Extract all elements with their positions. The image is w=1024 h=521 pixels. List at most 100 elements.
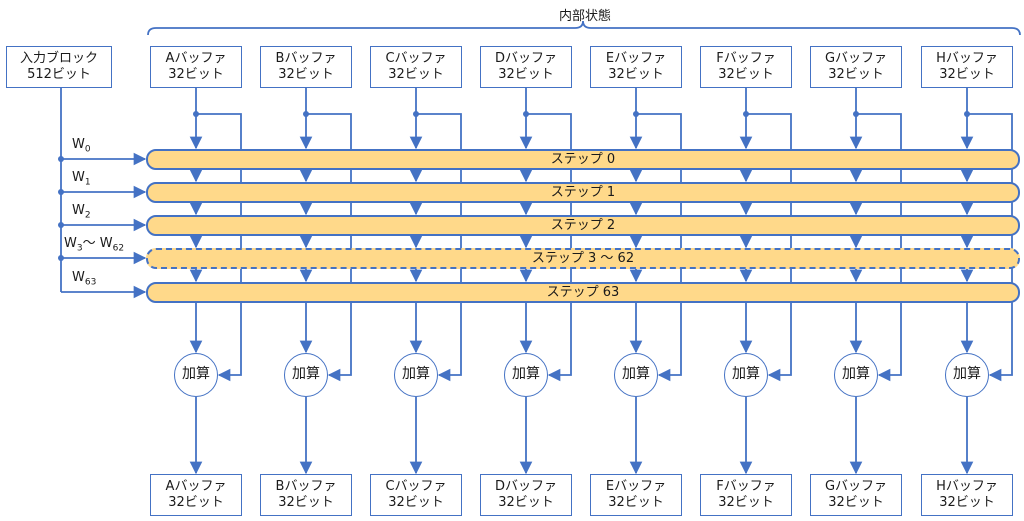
buffer-bits: 32ビット	[828, 67, 884, 82]
adder-label: 加算	[842, 366, 870, 382]
buffer-name: Fバッファ	[716, 51, 776, 66]
step-label: ステップ 63	[546, 285, 620, 300]
buffer-bits: 32ビット	[278, 495, 334, 510]
buffer-name: Dバッファ	[494, 51, 557, 66]
adder-label: 加算	[512, 366, 540, 382]
adder-f: 加算	[724, 353, 768, 397]
step-bar-1: ステップ 1	[146, 182, 1020, 203]
adder-label: 加算	[953, 366, 981, 382]
buffer-bits: 32ビット	[278, 67, 334, 82]
step-bar-4: ステップ 63	[146, 282, 1020, 303]
w-range-sep: ～	[82, 236, 100, 251]
input-block-box: 入力ブロック 512ビット	[6, 46, 112, 88]
adder-b: 加算	[284, 353, 328, 397]
adder-label: 加算	[292, 366, 320, 382]
buffer-bits: 32ビット	[498, 495, 554, 510]
w-sub: 63	[84, 277, 97, 288]
junction-dot	[58, 189, 64, 195]
junction-dot	[58, 255, 64, 261]
w-label-2: W2	[72, 203, 91, 224]
step-label: ステップ 0	[550, 152, 616, 167]
buffer-bits: 32ビット	[608, 67, 664, 82]
buffer-bits: 32ビット	[168, 495, 224, 510]
buffer-bits: 32ビット	[939, 67, 995, 82]
junction-dot	[413, 111, 419, 117]
junction-dot	[303, 111, 309, 117]
w-sub: 2	[84, 210, 91, 221]
junction-dot	[964, 111, 970, 117]
step-label: ステップ 1	[550, 185, 616, 200]
arrow-line	[856, 113, 902, 382]
w-base: W	[72, 203, 85, 218]
junction-dot	[523, 111, 529, 117]
w-base-end: W	[99, 236, 113, 251]
buffer-name: Bバッファ	[275, 479, 337, 494]
arrow-line	[196, 113, 242, 382]
buffer-name: Fバッファ	[716, 479, 776, 494]
junction-dot	[58, 222, 64, 228]
arrow-line	[306, 113, 352, 382]
adder-h: 加算	[945, 353, 989, 397]
w-label-3: W3～ W62	[64, 236, 124, 257]
step-label: ステップ 2	[550, 218, 616, 233]
buffer-bits: 32ビット	[718, 495, 774, 510]
buffer-name: Eバッファ	[605, 51, 667, 66]
internal-state-brace	[147, 20, 1021, 36]
w-label-0: W0	[72, 137, 91, 158]
adder-c: 加算	[394, 353, 438, 397]
buffer-bits: 32ビット	[388, 67, 444, 82]
internal-state-title: 内部状態	[558, 9, 611, 24]
buffer-name: Hバッファ	[936, 479, 998, 494]
step-bar-3: ステップ 3 ～ 62	[146, 248, 1020, 269]
adder-label: 加算	[622, 366, 650, 382]
junction-dot	[633, 111, 639, 117]
input-block-bits: 512ビット	[27, 67, 91, 82]
arrow-line	[526, 113, 572, 382]
w-base: W	[64, 236, 77, 251]
buffer-name: Bバッファ	[275, 51, 337, 66]
adder-g: 加算	[834, 353, 878, 397]
buffer-name: Aバッファ	[165, 479, 227, 494]
w-sub-end: 62	[112, 243, 125, 254]
adder-d: 加算	[504, 353, 548, 397]
buffer-name: Gバッファ	[824, 479, 888, 494]
adder-label: 加算	[182, 366, 210, 382]
adder-label: 加算	[402, 366, 430, 382]
w-base: W	[72, 270, 85, 285]
w-base: W	[72, 170, 85, 185]
w-sub: 3	[76, 243, 83, 254]
arrow-line	[967, 113, 1013, 382]
adder-label: 加算	[732, 366, 760, 382]
junction-dot	[58, 156, 64, 162]
step-bar-2: ステップ 2	[146, 215, 1020, 236]
junction-dot	[193, 111, 199, 117]
buffer-name: Cバッファ	[385, 51, 447, 66]
input-block-label: 入力ブロック	[19, 51, 98, 66]
junction-dot	[743, 111, 749, 117]
step-label: ステップ 3 ～ 62	[531, 251, 635, 266]
buffer-name: Hバッファ	[936, 51, 998, 66]
buffer-name: Eバッファ	[605, 479, 667, 494]
buffer-bits: 32ビット	[828, 495, 884, 510]
arrow-line	[636, 113, 682, 382]
arrow-line	[416, 113, 462, 382]
arrow-line	[746, 113, 792, 382]
buffer-bits: 32ビット	[608, 495, 664, 510]
step-bar-0: ステップ 0	[146, 149, 1020, 170]
junction-dot	[853, 111, 859, 117]
w-label-4: W63	[72, 270, 96, 291]
adder-a: 加算	[174, 353, 218, 397]
